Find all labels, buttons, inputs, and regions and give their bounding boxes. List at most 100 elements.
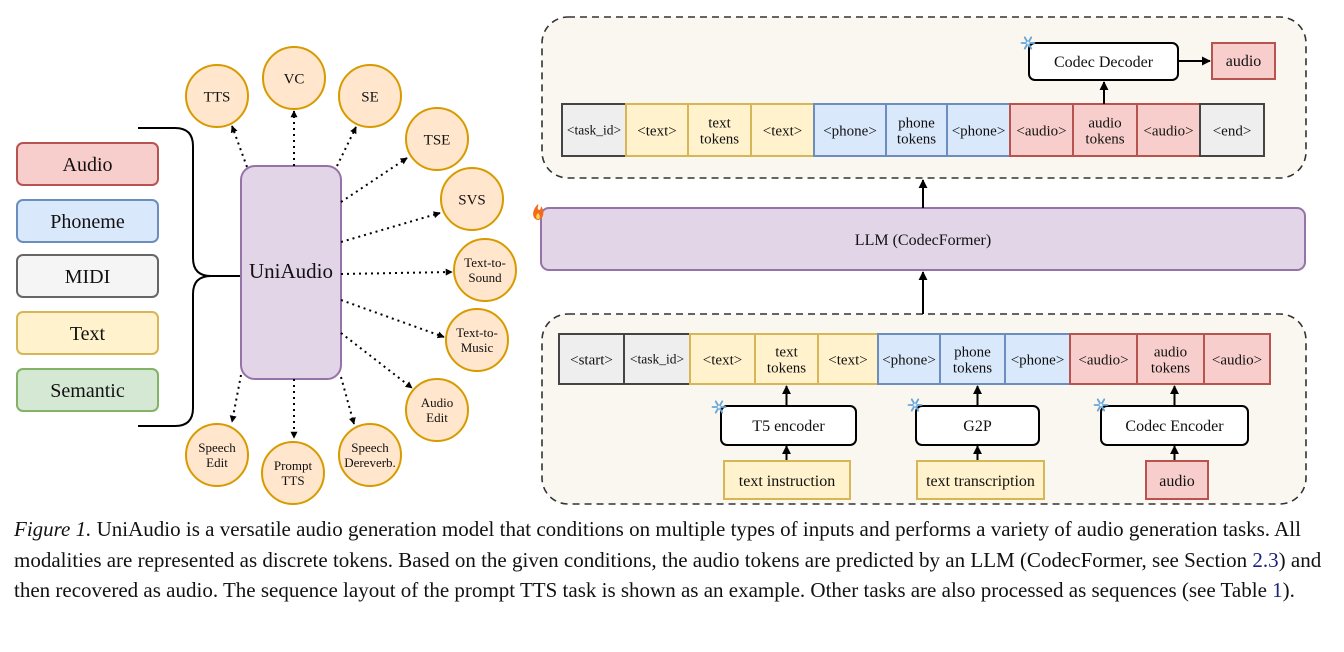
- token-audio: [1136, 103, 1201, 157]
- token-audio: [1203, 333, 1271, 385]
- task-arrow: [340, 211, 441, 243]
- modality-label: Phoneme: [50, 211, 125, 233]
- llm-label: LLM (CodecFormer): [855, 232, 991, 249]
- token-label: <end>: [1213, 123, 1252, 139]
- token-label: <phone>: [952, 123, 1006, 139]
- token-text: [625, 103, 689, 157]
- token-audio: [1069, 333, 1138, 385]
- token-special: [558, 333, 625, 385]
- modality-label: MIDI: [65, 266, 111, 288]
- token-phone: [885, 103, 948, 157]
- task-circle: [338, 423, 402, 487]
- encoder-input-box: [1145, 460, 1209, 500]
- encoder-input-label: text transcription: [926, 473, 1035, 490]
- token-label: <phone>: [1011, 352, 1065, 368]
- token-phone: [946, 103, 1011, 157]
- task-arrow: [230, 125, 248, 168]
- task-label: TTS: [204, 89, 231, 105]
- task-arrow: [340, 157, 408, 203]
- token-label: <task_id>: [567, 123, 621, 138]
- modality-midi: [16, 254, 159, 298]
- token-label: <task_id>: [630, 352, 684, 367]
- task-arrow: [340, 332, 413, 389]
- modality-label: Audio: [63, 154, 113, 176]
- task-circle: [445, 308, 509, 372]
- modality-text: [16, 311, 159, 355]
- token-label: <start>: [570, 352, 613, 368]
- task-circle: [453, 238, 517, 302]
- task-circle: [338, 64, 402, 128]
- token-phone: [939, 333, 1006, 385]
- table-ref-link[interactable]: 1: [1272, 578, 1283, 602]
- token-phone: [813, 103, 887, 157]
- encoder-input-box: [723, 460, 851, 500]
- codec-decoder-label: Codec Decoder: [1054, 54, 1154, 71]
- task-label: Text-to-Sound: [464, 255, 506, 285]
- token-audio: [1009, 103, 1074, 157]
- task-circle: [440, 167, 504, 231]
- modality-audio: [16, 142, 159, 186]
- snowflake-icon: [1020, 36, 1036, 50]
- task-circle: [262, 46, 326, 110]
- task-arrow: [340, 268, 453, 276]
- task-arrow: [340, 299, 445, 339]
- token-label: <phone>: [882, 352, 936, 368]
- uniaudio-label: UniAudio: [249, 259, 333, 283]
- encoder-label: T5 encoder: [752, 418, 825, 435]
- encoders: T5 encoder text instruction G2P text transc…: [720, 385, 1249, 500]
- token-special: [623, 333, 691, 385]
- section-ref-link[interactable]: 2.3: [1252, 547, 1279, 572]
- encoder-input-box: [916, 460, 1045, 500]
- task-label: SE: [361, 89, 379, 105]
- encoder-box: [915, 405, 1040, 446]
- encoder-input-label: text instruction: [739, 473, 835, 490]
- modality-label: Semantic: [50, 380, 125, 402]
- token-label: <text>: [828, 352, 867, 368]
- token-text: [817, 333, 879, 385]
- decoder-output-label: audio: [1226, 53, 1262, 70]
- token-audio: [1136, 333, 1205, 385]
- token-label: <audio>: [1078, 352, 1128, 368]
- token-label: <text>: [637, 123, 676, 139]
- caption-text-1: UniAudio is a versatile audio generation…: [14, 517, 1301, 572]
- task-circle: [261, 441, 325, 505]
- task-circle: [185, 64, 249, 128]
- token-label: <audio>: [1016, 123, 1066, 139]
- encoder-box: [720, 405, 857, 446]
- task-label: SVS: [458, 192, 486, 208]
- encoder-label: G2P: [963, 418, 992, 435]
- caption-text-3: ).: [1282, 578, 1295, 602]
- snowflake-icon: [711, 400, 727, 414]
- task-circle: [405, 107, 469, 171]
- caption-label: Figure 1.: [14, 517, 92, 541]
- task-arrow: [340, 376, 356, 425]
- modality-label: Text: [70, 323, 106, 345]
- task-arrow: [336, 126, 357, 167]
- decoder-output-box: [1211, 42, 1276, 80]
- flame-icon: [533, 204, 544, 220]
- task-circle: [405, 378, 469, 442]
- token-label: <phone>: [823, 123, 877, 139]
- task-circle: [185, 423, 249, 487]
- modality-phoneme: [16, 199, 159, 243]
- encoder-label: Codec Encoder: [1125, 418, 1224, 435]
- encoder-input-label: audio: [1159, 473, 1195, 490]
- token-label: <audio>: [1212, 352, 1262, 368]
- token-label: <text>: [703, 352, 742, 368]
- snowflake-icon: [907, 398, 923, 412]
- token-phone: [1004, 333, 1071, 385]
- token-label: <audio>: [1143, 123, 1193, 139]
- snowflake-icon: [1093, 398, 1109, 412]
- task-circles: TTSVCSETSESVSText-to-SoundText-to-MusicA…: [185, 46, 517, 505]
